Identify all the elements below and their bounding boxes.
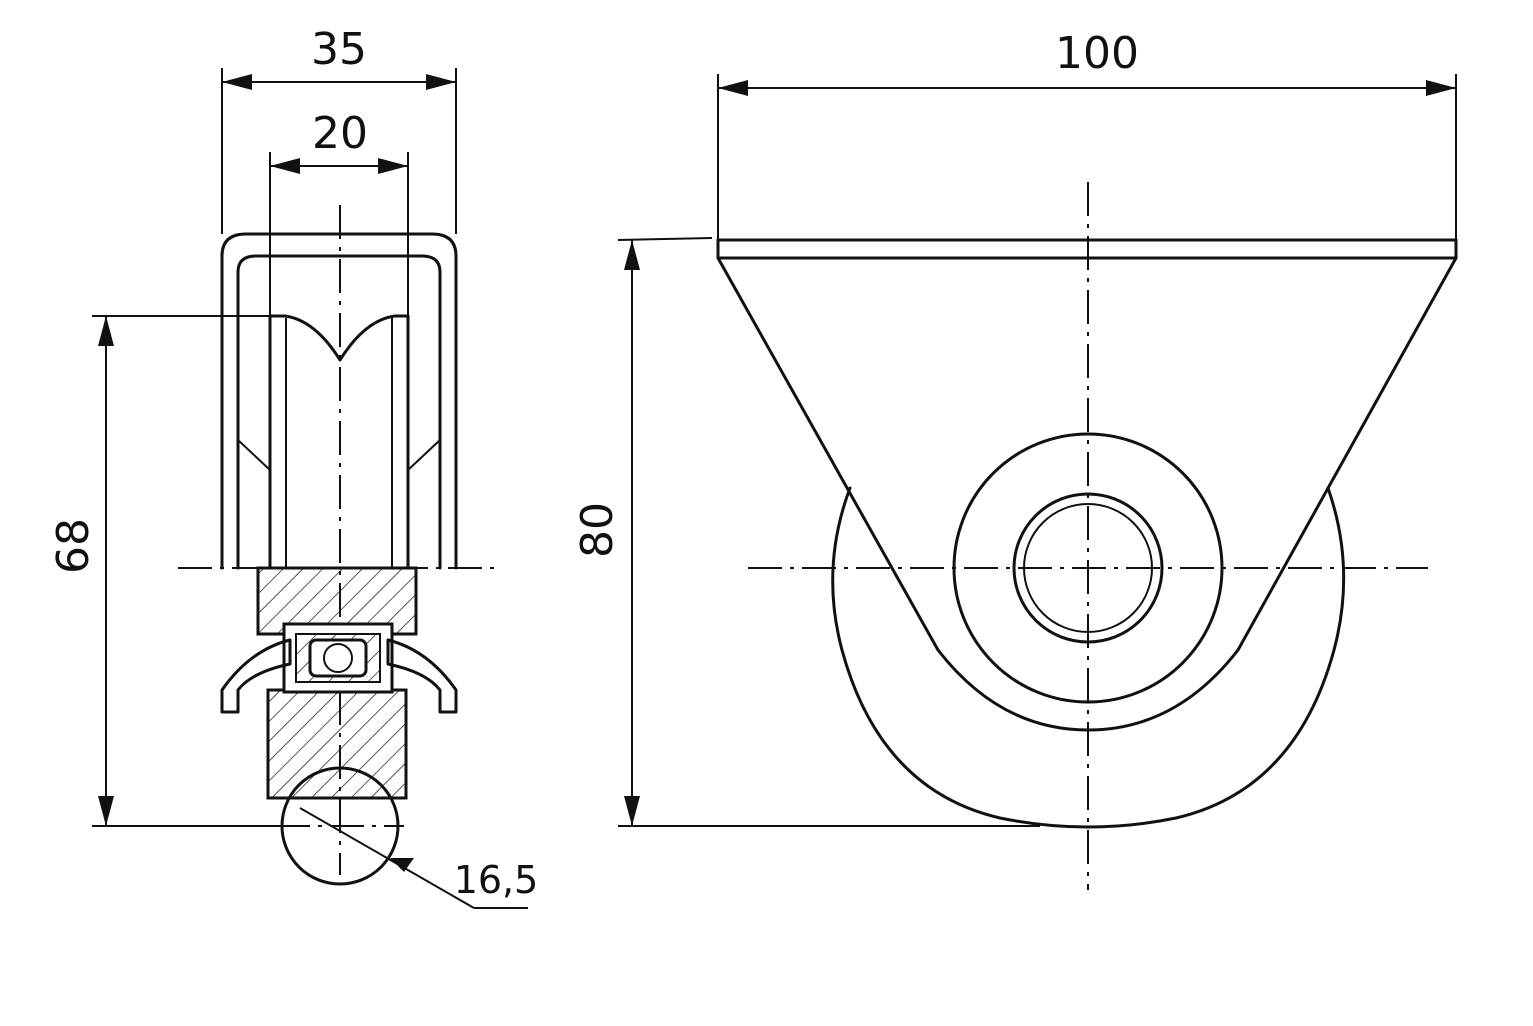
dim-20-arrow-left bbox=[270, 158, 300, 174]
dim-35-arrow-right bbox=[426, 74, 456, 90]
hub-lower-section bbox=[266, 688, 408, 800]
dim-16-5-label: 16,5 bbox=[454, 858, 539, 902]
dim-80-arrow-bottom bbox=[624, 796, 640, 826]
dim-68-label: 68 bbox=[48, 518, 99, 574]
wheel-front-outline bbox=[831, 486, 1346, 829]
dim-68-arrow-top bbox=[98, 316, 114, 346]
wheel-groove-profile bbox=[268, 314, 410, 362]
dim-68-arrow-bottom bbox=[98, 796, 114, 826]
bracket-chamfer-right bbox=[407, 439, 441, 471]
dim-80-arrow-top bbox=[624, 240, 640, 270]
dim-35-arrow-left bbox=[222, 74, 252, 90]
bearing-ball bbox=[323, 643, 353, 673]
dim-16-5-leader bbox=[299, 807, 475, 909]
bracket-chamfer-left bbox=[237, 439, 271, 471]
dim-35-label: 35 bbox=[311, 24, 367, 75]
bracket-inner-outline bbox=[236, 254, 442, 570]
dim-80-ext-top bbox=[617, 237, 713, 241]
front-view bbox=[716, 182, 1458, 890]
side-view bbox=[178, 205, 498, 886]
front-dimensions: 100 80 bbox=[572, 28, 1457, 827]
dim-100-arrow-right bbox=[1426, 80, 1456, 96]
dim-20-arrow-right bbox=[378, 158, 408, 174]
side-dimensions: 35 20 68 16,5 bbox=[48, 24, 539, 909]
washer-right bbox=[386, 638, 458, 714]
dim-16-5-arrow bbox=[390, 858, 414, 872]
dim-100-label: 100 bbox=[1055, 28, 1139, 79]
washer-left bbox=[220, 638, 292, 714]
dim-100-arrow-left bbox=[718, 80, 748, 96]
dim-20-label: 20 bbox=[312, 108, 368, 159]
dim-80-label: 80 bbox=[572, 502, 623, 558]
